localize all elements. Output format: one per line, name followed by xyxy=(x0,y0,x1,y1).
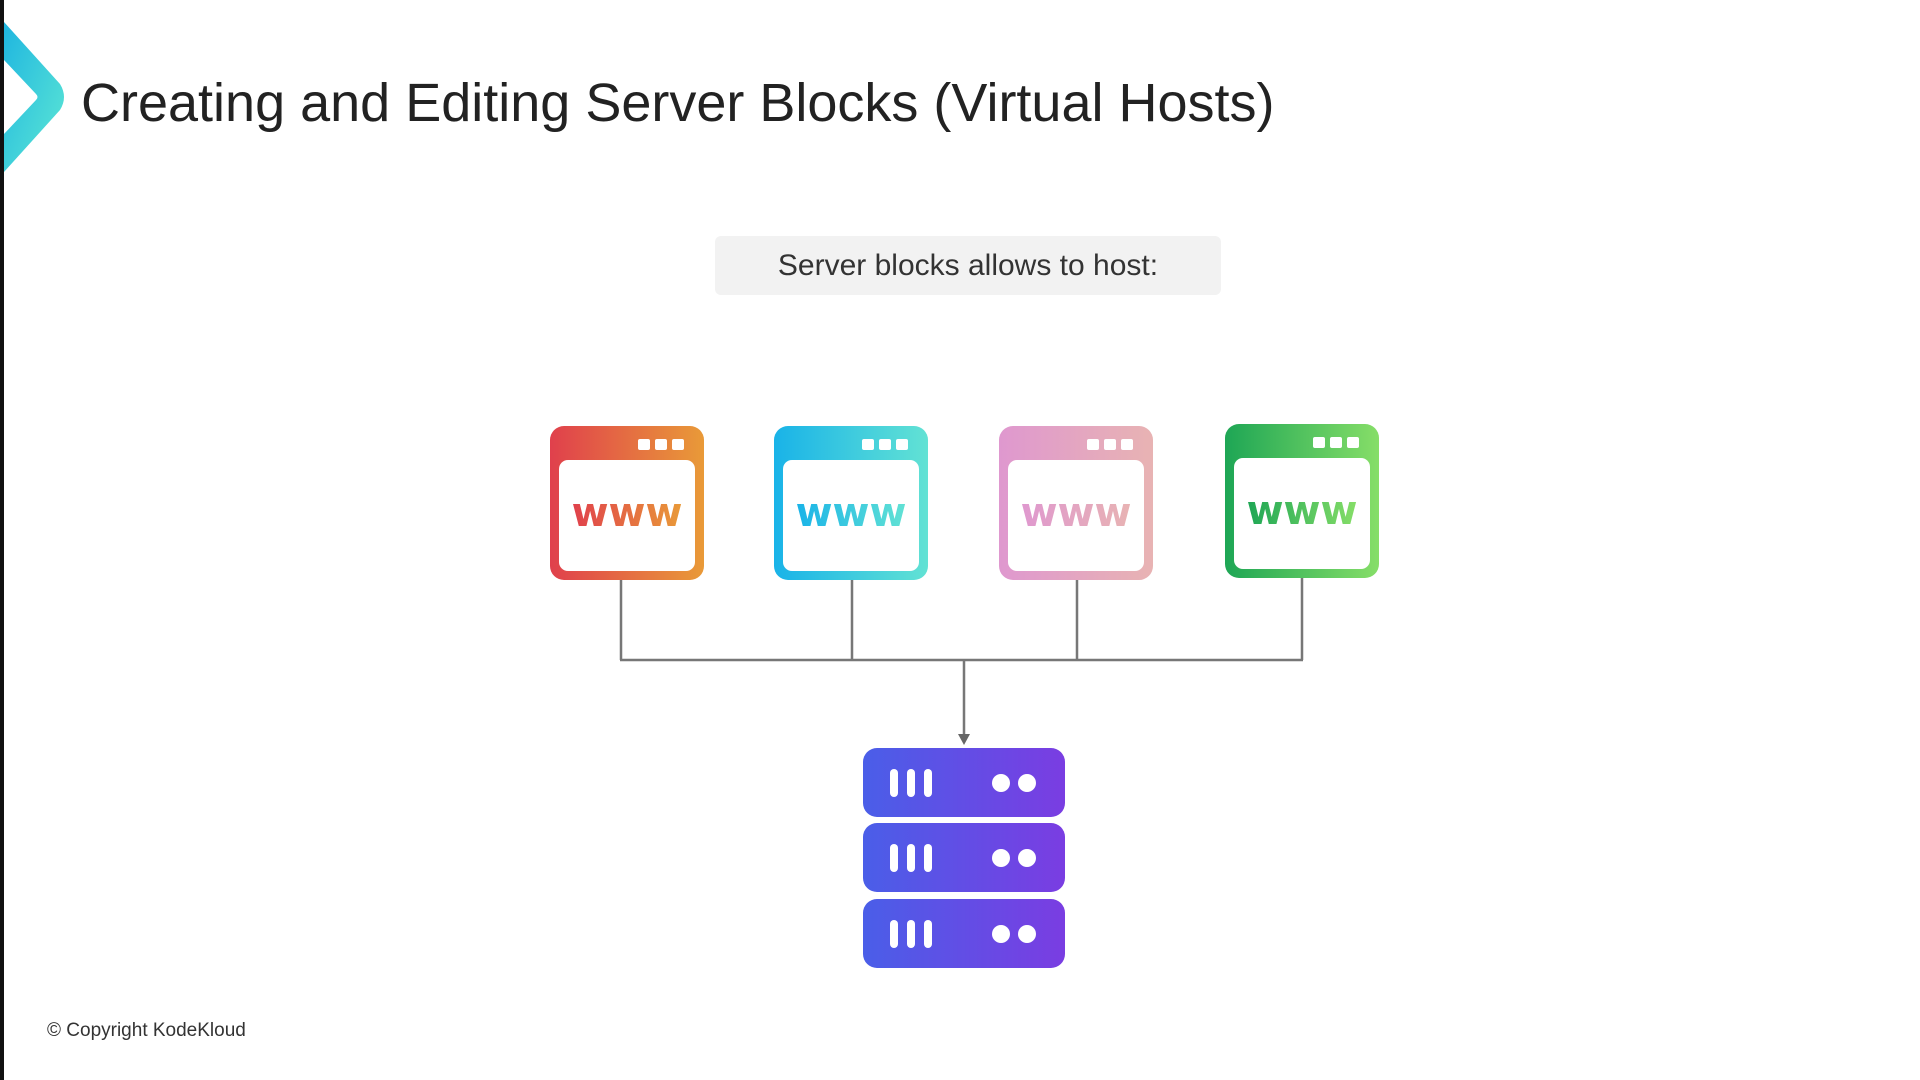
www-label: www xyxy=(1247,488,1358,534)
arrow-head-icon xyxy=(958,734,970,745)
website-browser-icon: www xyxy=(774,426,928,580)
www-label: www xyxy=(572,490,683,536)
server-indicator-icon xyxy=(890,769,1036,797)
server-rack-unit xyxy=(863,899,1065,968)
server-indicator-icon xyxy=(890,920,1036,948)
copyright-text: © Copyright KodeKloud xyxy=(47,1020,246,1041)
website-browser-icon: www xyxy=(550,426,704,580)
www-label: www xyxy=(796,490,907,536)
left-edge-bar xyxy=(0,0,4,1080)
server-rack-unit xyxy=(863,823,1065,892)
server-rack-unit xyxy=(863,748,1065,817)
website-browser-icon: www xyxy=(1225,424,1379,578)
server-indicator-icon xyxy=(890,844,1036,872)
website-browser-icon: www xyxy=(999,426,1153,580)
page-title: Creating and Editing Server Blocks (Virt… xyxy=(81,73,1275,133)
www-label: www xyxy=(1021,490,1132,536)
kodekloud-chevron-logo xyxy=(4,22,64,172)
caption-box: Server blocks allows to host: xyxy=(715,236,1221,295)
